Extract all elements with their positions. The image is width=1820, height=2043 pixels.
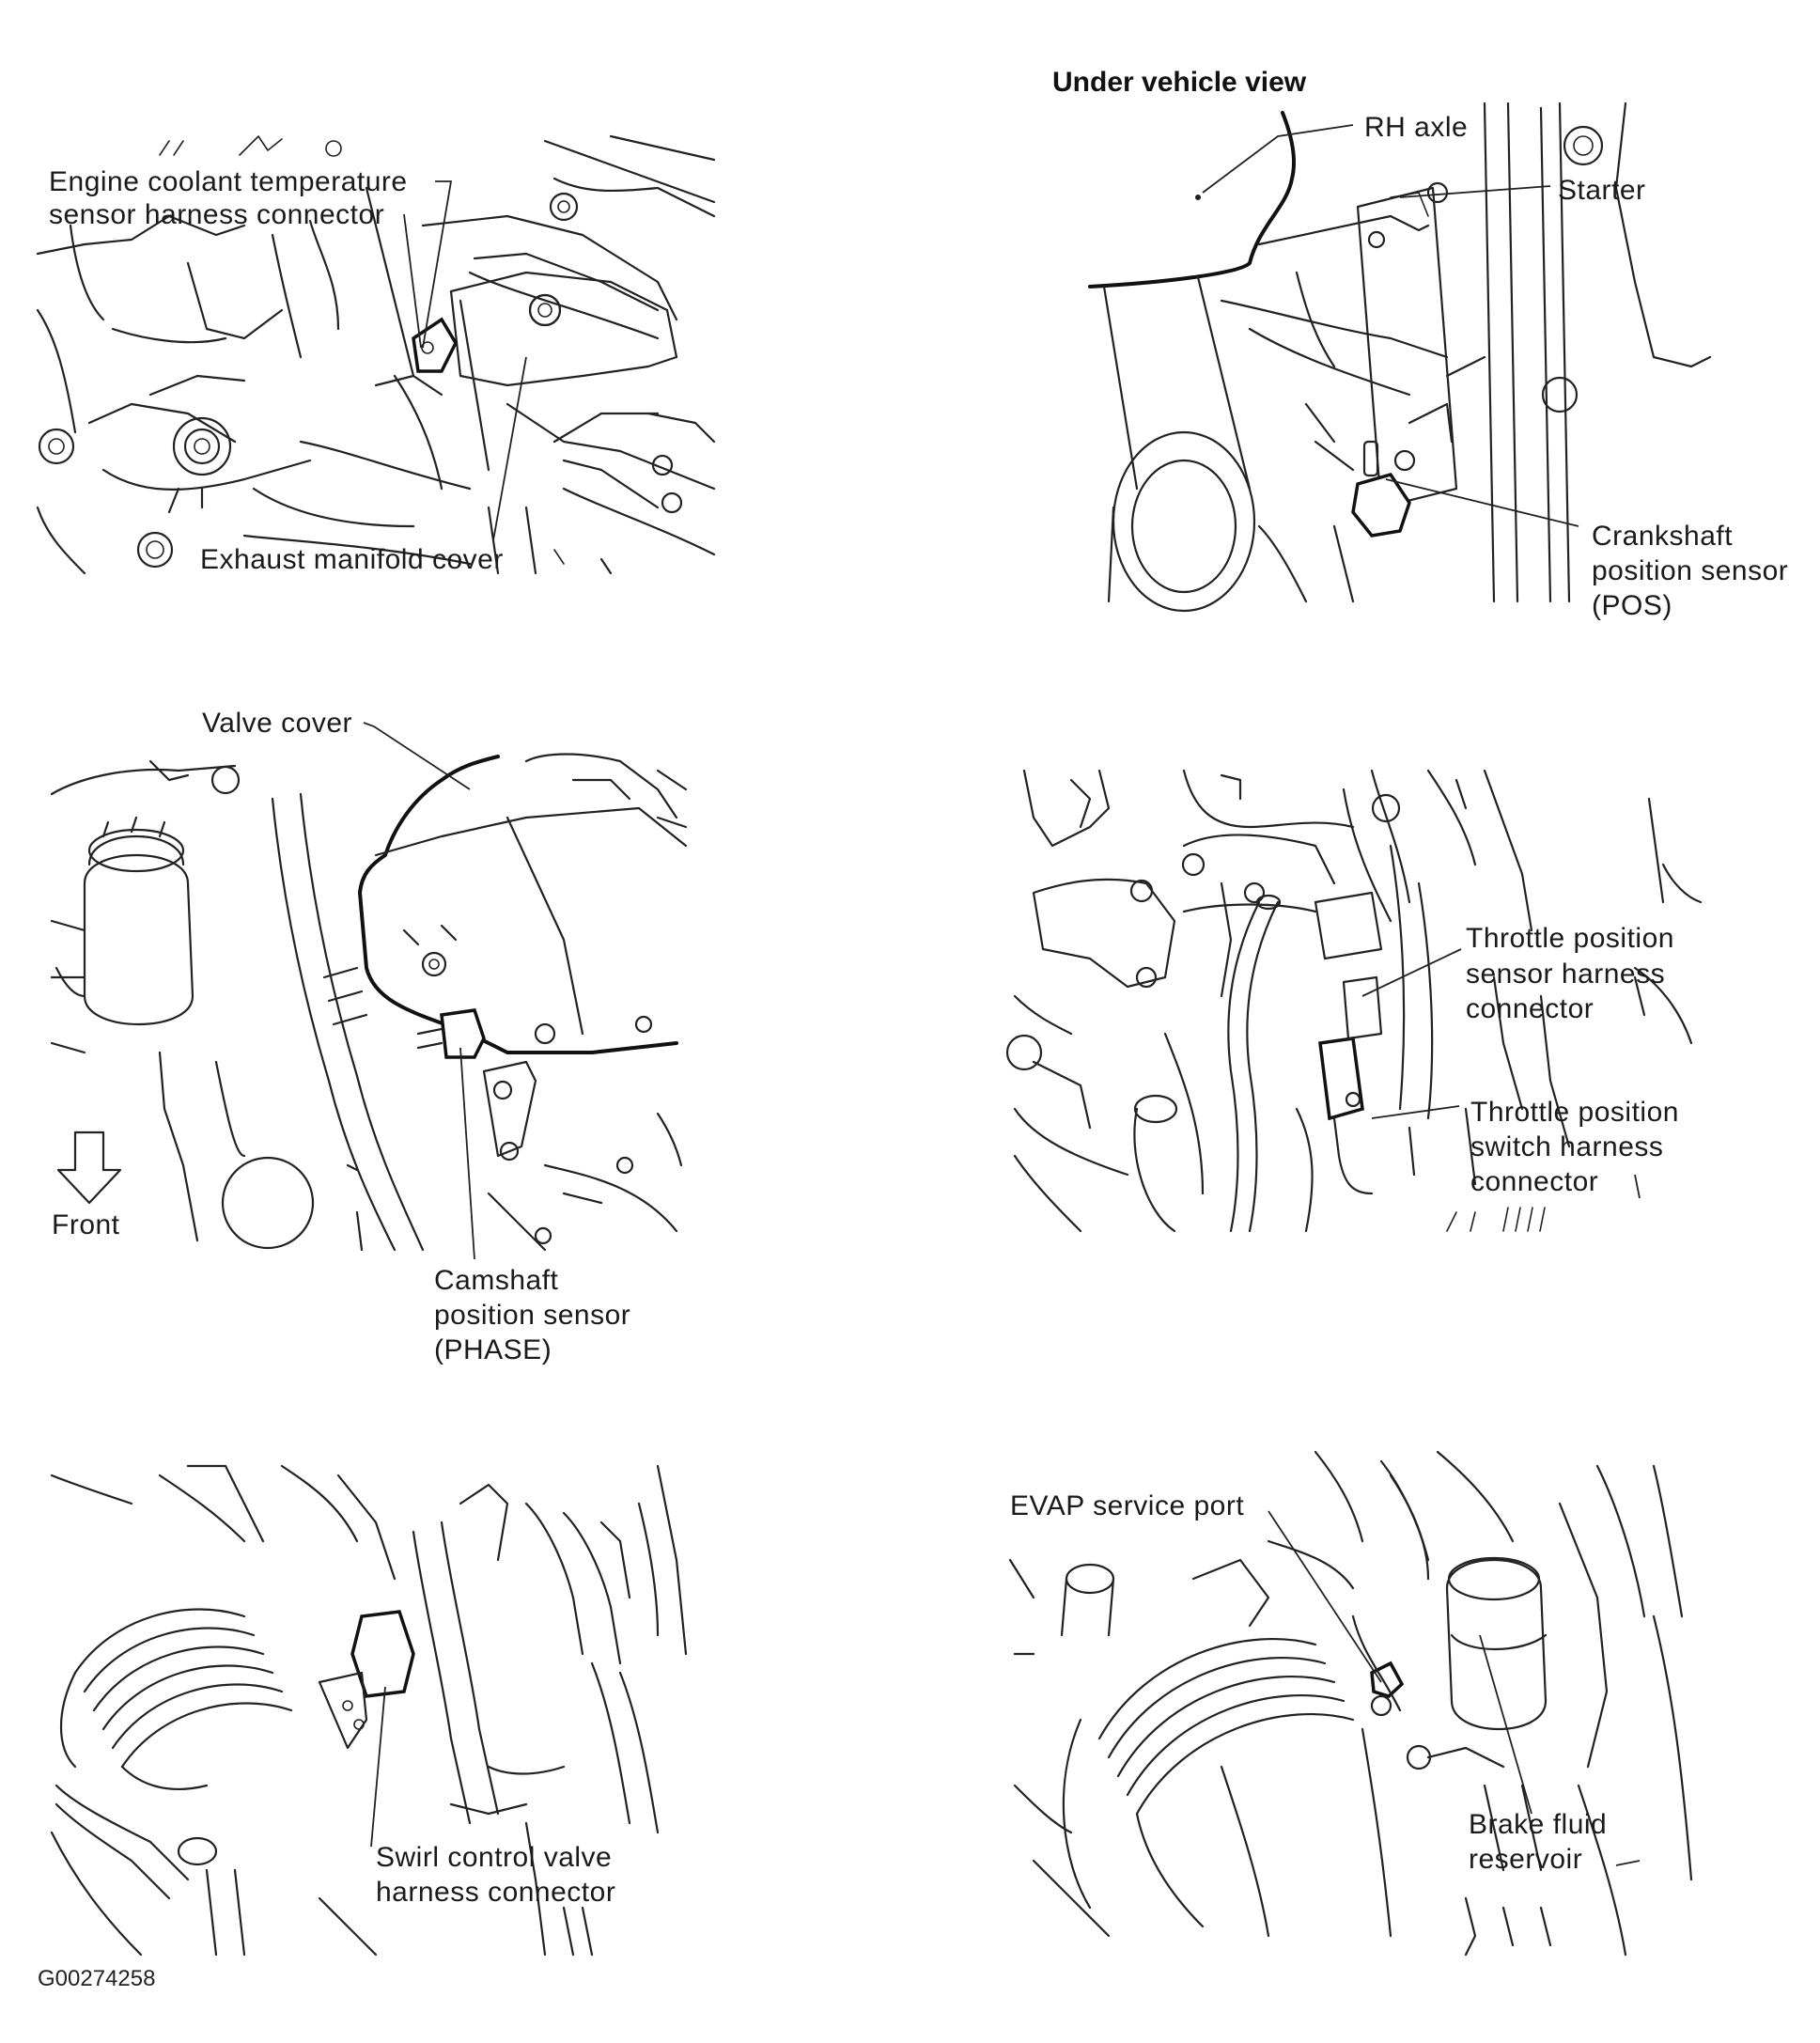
panel-crankshaft-drawing bbox=[1088, 101, 1712, 613]
panel-crankshaft-sensor: Under vehicle view RH axle Starter Crank… bbox=[1052, 67, 1788, 621]
panel-swirl-valve: Swirl control valve harness connector bbox=[50, 1464, 688, 1957]
panel-coolant-drawing bbox=[36, 134, 716, 575]
throttle-sensor-label-line3: connector bbox=[1466, 993, 1594, 1024]
panel-evap-labels: EVAP service port Brake fluid reservoir bbox=[1010, 1490, 1607, 1875]
panel-throttle-sensor: Throttle position sensor harness connect… bbox=[1005, 769, 1703, 1233]
panel-throttle-labels: Throttle position sensor harness connect… bbox=[1466, 923, 1679, 1197]
crankshaft-sensor-label-line1: Crankshaft bbox=[1592, 521, 1733, 552]
evap-port-label: EVAP service port bbox=[1010, 1490, 1244, 1521]
brake-reservoir-label-line1: Brake fluid bbox=[1469, 1809, 1607, 1840]
panel-coolant-leaders bbox=[403, 180, 565, 565]
panel-coolant-labels: Engine coolant temperature sensor harnes… bbox=[49, 166, 504, 575]
panel-throttle-leaders bbox=[1361, 948, 1641, 1232]
figure-id: G00274258 bbox=[38, 1966, 155, 1991]
panel-swirl-leaders bbox=[370, 1686, 386, 1848]
exhaust-cover-label: Exhaust manifold cover bbox=[200, 544, 504, 575]
under-vehicle-view-header: Under vehicle view bbox=[1052, 67, 1307, 98]
rh-axle-label: RH axle bbox=[1364, 112, 1468, 143]
panel-camshaft-sensor: Valve cover Front Camshaft position sens… bbox=[50, 708, 688, 1365]
coolant-sensor-label-line1: Engine coolant temperature bbox=[49, 166, 408, 197]
camshaft-sensor-label-line2: position sensor bbox=[434, 1300, 630, 1331]
panel-swirl-drawing bbox=[50, 1464, 688, 1957]
brake-reservoir-label-line2: reservoir bbox=[1469, 1844, 1582, 1875]
valve-cover-label: Valve cover bbox=[202, 708, 352, 739]
panel-evap-port: EVAP service port Brake fluid reservoir bbox=[1008, 1450, 1693, 1957]
throttle-switch-label-line3: connector bbox=[1470, 1166, 1598, 1197]
throttle-sensor-label-line2: sensor harness bbox=[1466, 959, 1665, 990]
panel-swirl-labels: Swirl control valve harness connector bbox=[376, 1842, 615, 1908]
panel-coolant-sensor: Engine coolant temperature sensor harnes… bbox=[36, 134, 716, 575]
panel-throttle-drawing bbox=[1005, 769, 1703, 1233]
starter-label: Starter bbox=[1558, 175, 1646, 206]
front-arrow-icon bbox=[56, 1131, 122, 1205]
swirl-valve-label-line2: harness connector bbox=[376, 1877, 615, 1908]
camshaft-sensor-label-line1: Camshaft bbox=[434, 1265, 559, 1296]
panel-crankshaft-labels: Under vehicle view RH axle Starter Crank… bbox=[1052, 67, 1788, 621]
camshaft-sensor-label-line3: (PHASE) bbox=[434, 1334, 552, 1365]
panel-camshaft-leaders bbox=[363, 722, 475, 1260]
panel-evap-leaders bbox=[1268, 1510, 1641, 1866]
panel-camshaft-drawing bbox=[50, 753, 688, 1252]
coolant-sensor-label-line2: sensor harness connector bbox=[49, 199, 384, 230]
panel-evap-drawing bbox=[1008, 1450, 1693, 1957]
throttle-switch-label-line1: Throttle position bbox=[1470, 1097, 1679, 1128]
front-label: Front bbox=[52, 1209, 120, 1240]
panel-camshaft-labels: Valve cover Front Camshaft position sens… bbox=[52, 708, 630, 1365]
crankshaft-sensor-label-line3: (POS) bbox=[1592, 590, 1672, 621]
panel-crankshaft-leaders bbox=[1202, 124, 1579, 527]
crankshaft-sensor-label-line2: position sensor bbox=[1592, 555, 1788, 586]
throttle-switch-label-line2: switch harness bbox=[1470, 1131, 1663, 1162]
swirl-valve-label-line1: Swirl control valve bbox=[376, 1842, 612, 1873]
throttle-sensor-label-line1: Throttle position bbox=[1466, 923, 1674, 954]
